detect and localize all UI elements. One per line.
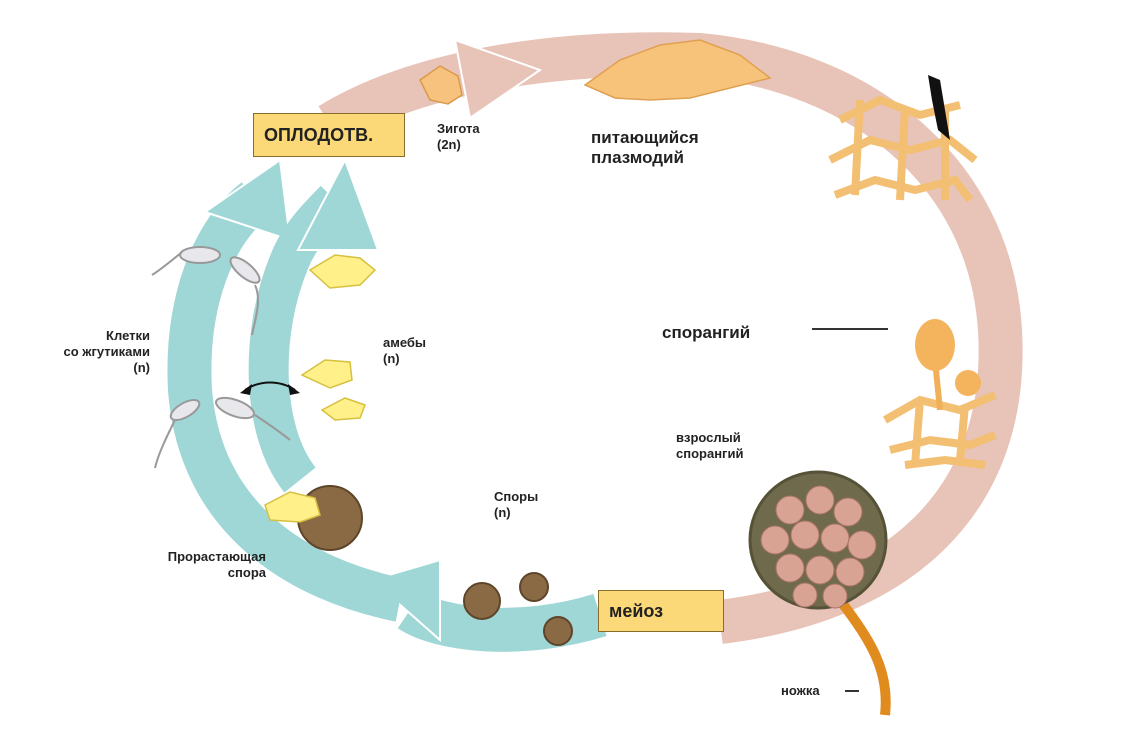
sporangium-spores	[760, 485, 877, 609]
mature-sporangium-label: взрослый спорангий	[676, 430, 744, 461]
sporangium-pointer-line	[812, 328, 888, 330]
teal-inner-arrowhead	[296, 157, 380, 251]
stalk-label: ножка	[781, 683, 820, 698]
stalk	[835, 597, 891, 716]
zygote-cell	[419, 65, 463, 105]
sporangium-bulb	[915, 319, 955, 371]
dark-edge-mark	[928, 75, 950, 140]
flagellated-cells-label: Клетки со жгутиками (n)	[63, 328, 150, 375]
fertilization-box: ОПЛОДОТВ.	[253, 113, 405, 157]
stalk-pointer-line	[845, 690, 859, 692]
zygote-label: Зигота (2n)	[437, 121, 480, 152]
feeding-plasmodium-label: питающийся плазмодий	[591, 128, 699, 167]
meiosis-box: мейоз	[598, 590, 724, 632]
small-sporangium-bulb	[955, 370, 981, 396]
teal-outer-arrowhead	[202, 158, 292, 242]
spore-2	[519, 572, 549, 602]
amoebas-label: амебы (n)	[383, 335, 427, 366]
sporangium-label: спорангий	[662, 323, 751, 342]
amoeba-2	[300, 359, 353, 389]
amoeba-3	[320, 397, 366, 421]
pink-arrowhead	[453, 38, 543, 120]
spore-1	[463, 582, 501, 620]
spore-3	[543, 616, 573, 646]
emerging-amoeba	[264, 491, 321, 523]
germinating-spore-label: Прорастающая спора	[167, 549, 266, 580]
flagellated-cell-lower	[154, 396, 291, 469]
amoeba-1	[308, 254, 377, 289]
feeding-plasmodium	[583, 39, 772, 101]
spores-label: Споры (n)	[494, 489, 539, 520]
flagellated-cell-upper	[151, 246, 261, 336]
